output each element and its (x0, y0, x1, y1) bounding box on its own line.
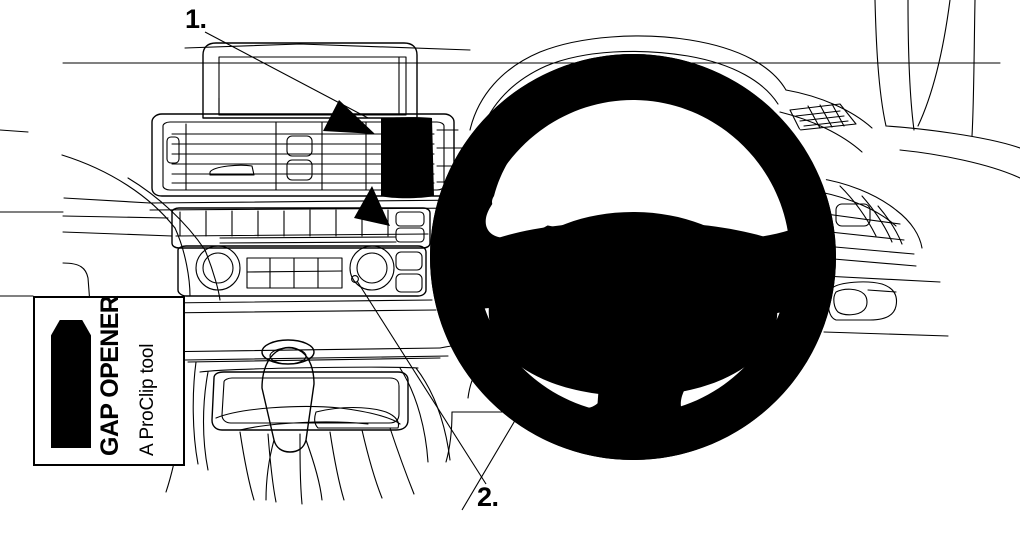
leader-line-2 (356, 280, 487, 485)
a-pillar (874, 0, 1020, 179)
callout-leader-lines (204, 31, 521, 511)
driver-side-dash (779, 89, 949, 337)
steering-wheel (430, 54, 836, 460)
center-console (165, 357, 451, 505)
proclip-mount-plate (323, 100, 434, 226)
navigation-display-screen (202, 42, 418, 119)
callout-number-2: 2. (477, 482, 499, 512)
mount-plate-upper-arrow (323, 100, 375, 134)
leader-line-1 (204, 31, 369, 119)
mount-plate-lower-arrow (354, 186, 390, 226)
gap-opener-tool-swatch (51, 320, 91, 448)
control-knob-marker (351, 275, 359, 283)
radio-cd-panel (171, 207, 431, 249)
gear-shifter (261, 339, 400, 501)
callout-number-1: 1. (185, 4, 207, 34)
climate-control-panel (177, 245, 427, 297)
console-edge-line (461, 411, 521, 511)
gap-opener-title: GAP OPENER (96, 295, 124, 456)
gap-opener-text-group: GAP OPENER A ProClip tool (93, 296, 185, 462)
gap-opener-logo-box: GAP OPENER A ProClip tool (33, 296, 185, 466)
gap-opener-subtitle: A ProClip tool (137, 343, 158, 456)
